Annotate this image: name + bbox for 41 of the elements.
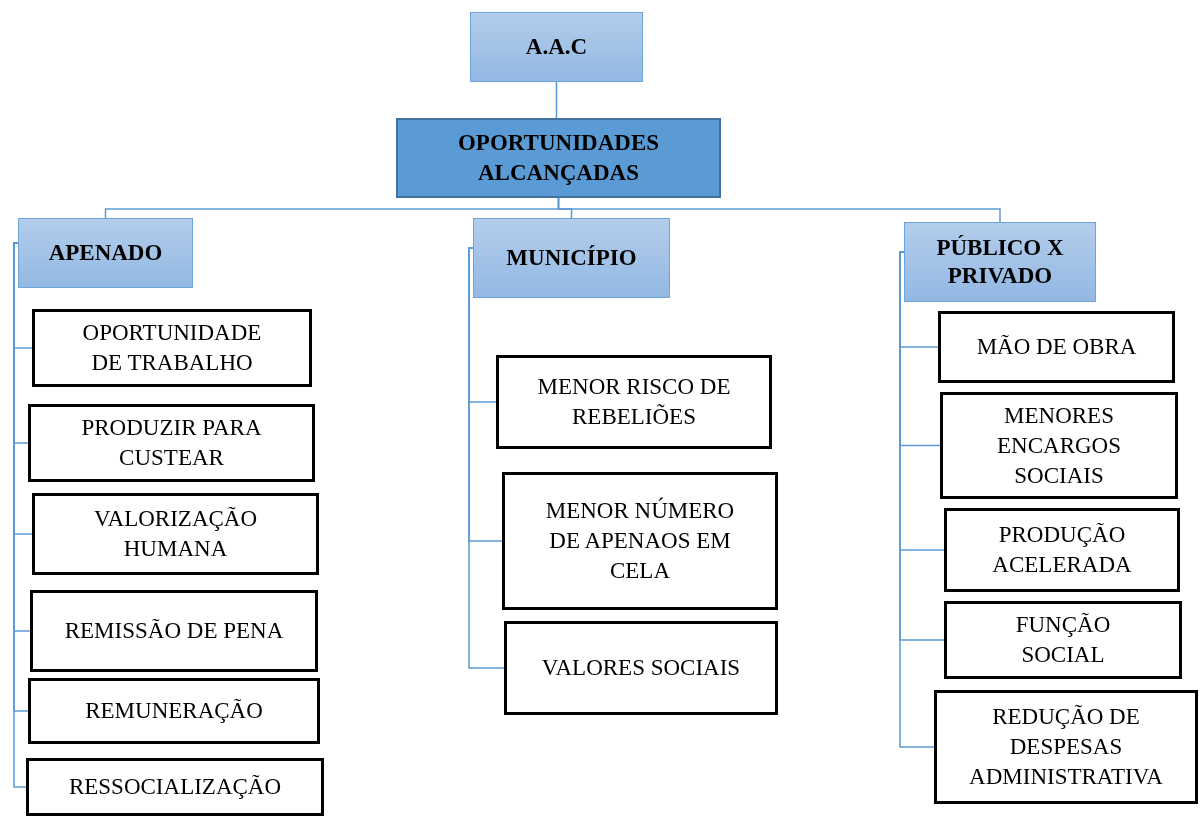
box-label: REMUNERAÇÃO — [85, 697, 263, 725]
box-label: MENOR RISCO DE REBELIÕES — [536, 373, 732, 431]
box-label: REMISSÃO DE PENA — [64, 617, 284, 645]
connector-line — [468, 247, 505, 669]
category-box — [473, 218, 670, 298]
process-box — [32, 309, 312, 387]
process-box — [504, 621, 778, 715]
process-box — [944, 601, 1182, 679]
box-label: A.A.C — [525, 33, 588, 61]
box-label: PRODUZIR PARA CUSTEAR — [80, 414, 263, 472]
process-box — [938, 311, 1175, 383]
process-box — [940, 392, 1178, 499]
header-box — [470, 12, 643, 82]
process-box — [496, 355, 772, 449]
box-label: VALORES SOCIAIS — [541, 654, 741, 682]
box-label: OPORTUNIDADE DE TRABALHO — [81, 319, 263, 377]
box-label: VALORIZAÇÃO HUMANA — [92, 505, 259, 563]
box-label: PÚBLICO X PRIVADO — [935, 234, 1065, 290]
box-label: PRODUÇÃO ACELERADA — [991, 521, 1133, 579]
box-label: MUNICÍPIO — [506, 244, 637, 272]
process-box — [934, 690, 1198, 804]
box-label: REDUÇÃO DE DESPESAS ADMINISTRATIVA — [968, 703, 1164, 791]
box-label: APENADO — [48, 239, 163, 267]
process-box — [28, 404, 315, 482]
process-box — [32, 493, 319, 575]
title-box — [396, 118, 721, 198]
process-box — [944, 508, 1180, 592]
process-box — [26, 758, 324, 816]
box-label: MENOR NÚMERO DE APENAOS EM CELA — [544, 496, 736, 585]
process-box — [30, 590, 318, 672]
category-box — [904, 222, 1096, 302]
process-box — [28, 678, 320, 744]
category-box — [18, 218, 193, 288]
connector-line — [555, 81, 558, 119]
connector-line — [557, 197, 1001, 223]
box-label: FUNÇÃO SOCIAL — [1014, 611, 1112, 669]
box-label: MENORES ENCARGOS SOCIAIS — [996, 401, 1122, 490]
box-label: RESSOCIALIZAÇÃO — [68, 773, 282, 801]
box-label: OPORTUNIDADES ALCANÇADAS — [456, 129, 661, 187]
box-label: MÃO DE OBRA — [976, 333, 1137, 361]
process-box — [502, 472, 778, 610]
